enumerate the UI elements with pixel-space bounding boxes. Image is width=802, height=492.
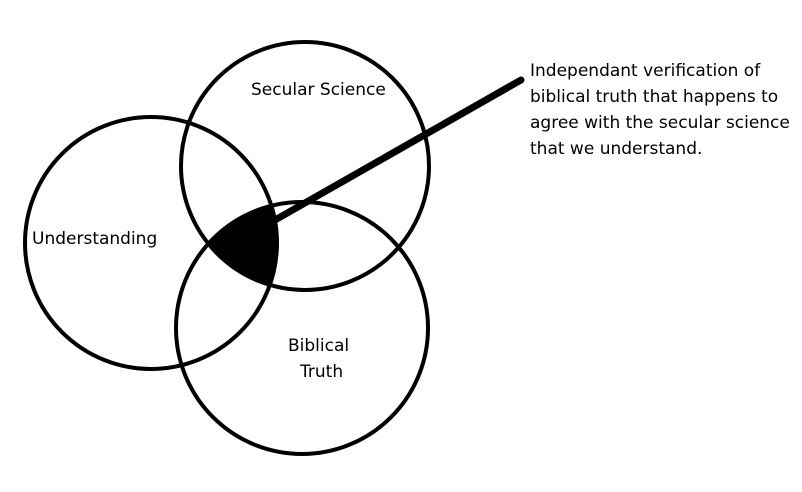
secular-science-circle — [179, 40, 431, 292]
understanding-circle — [23, 115, 279, 371]
biblical-truth-label-line1: Biblical — [288, 336, 349, 356]
triple-intersection-region — [181, 202, 277, 290]
annotation-line: that we understand. — [530, 139, 703, 159]
pointer-line — [264, 76, 525, 228]
secular-science-label: Secular Science — [251, 80, 386, 100]
understanding-label: Understanding — [32, 229, 157, 249]
biblical-truth-circle — [174, 200, 430, 456]
annotation-line: Independant verification of — [530, 61, 761, 81]
annotation-line: biblical truth that happens to — [530, 87, 779, 107]
biblical-truth-label-line2: Truth — [299, 362, 343, 382]
annotation-text: Independant verification of biblical tru… — [530, 58, 800, 162]
annotation-line: agree with the secular science — [530, 113, 790, 133]
